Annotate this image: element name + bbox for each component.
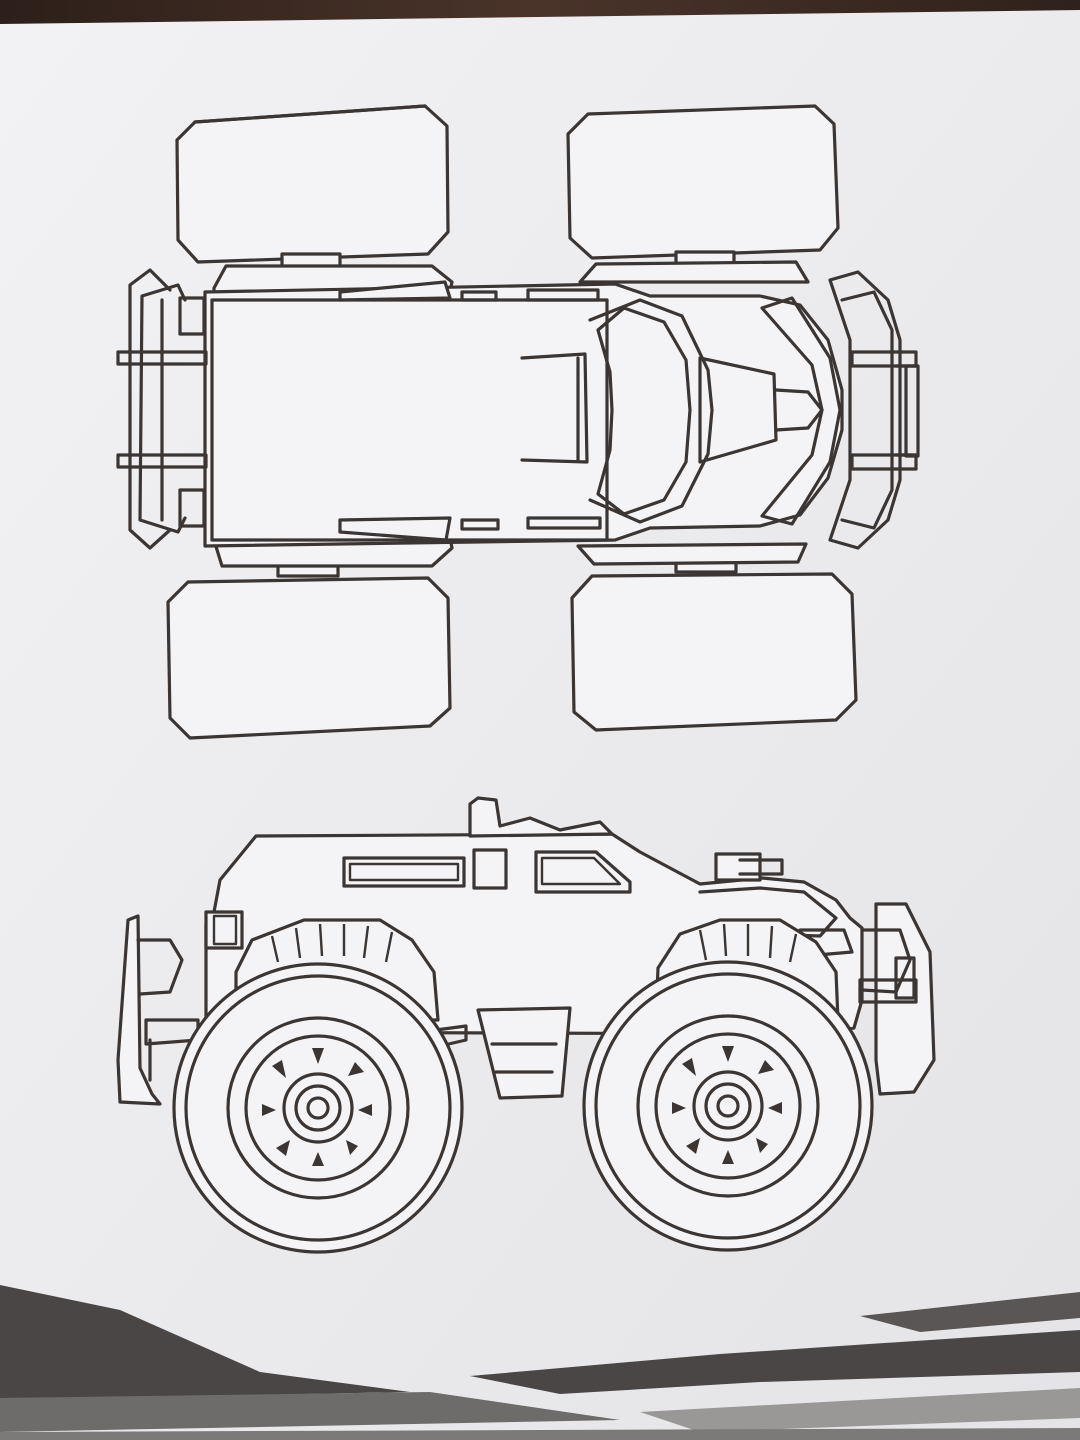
terrain-graphic bbox=[0, 1285, 1080, 1440]
paper-sheet bbox=[0, 10, 1080, 1440]
top-wheel-rear-left bbox=[166, 576, 452, 740]
terrain-stripe-light bbox=[640, 1388, 1080, 1432]
truck-side-view bbox=[116, 796, 936, 1254]
terrain-stripe-band bbox=[470, 1330, 1080, 1394]
top-front-bumper bbox=[828, 270, 920, 550]
terrain-stripe-mid bbox=[0, 1392, 620, 1432]
top-rear-bumper bbox=[116, 268, 208, 550]
terrain-stripe-bottom bbox=[0, 1428, 1080, 1440]
side-front-bumper bbox=[858, 902, 936, 1096]
truck-top-view bbox=[116, 104, 920, 740]
side-wheel-front bbox=[582, 960, 874, 1252]
top-wheel-rear-right bbox=[570, 572, 858, 732]
terrain-stripe-dark bbox=[0, 1285, 410, 1400]
top-wheel-front-right bbox=[566, 104, 840, 260]
top-wheel-front-left bbox=[175, 104, 450, 264]
terrain-stripe-top bbox=[860, 1292, 1080, 1332]
side-rear-bumper bbox=[116, 914, 200, 1106]
side-wheel-rear bbox=[172, 962, 464, 1254]
